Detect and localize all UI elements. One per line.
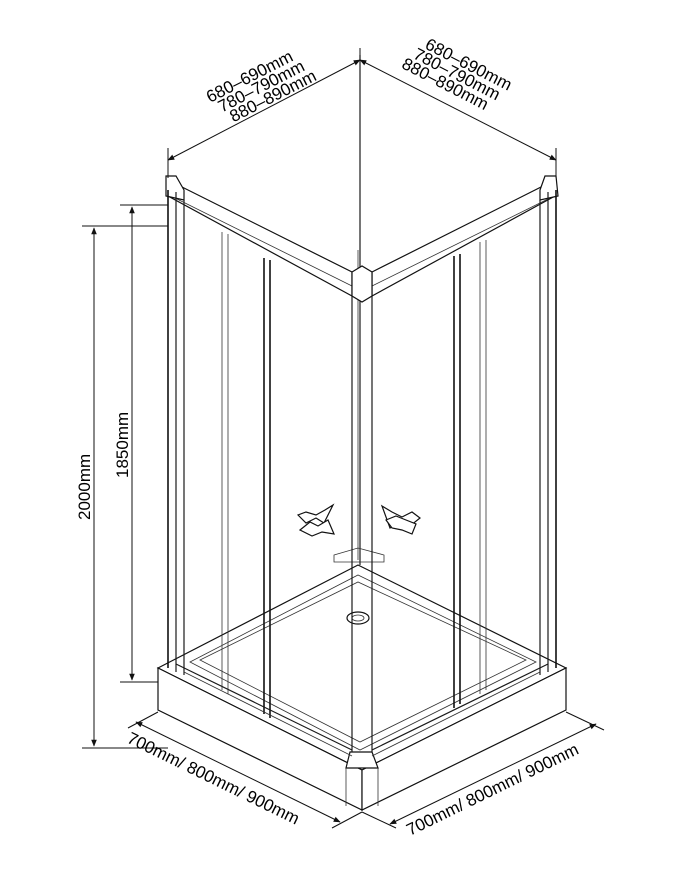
left-glass-panel: [167, 190, 353, 757]
left-door-handle-icon: [296, 503, 335, 537]
top-left-width-labels: 680–690mm 780–790mm 880–890mm: [203, 47, 319, 126]
top-frame: [165, 175, 559, 303]
total-height-label: 2000mm: [75, 454, 94, 520]
door-height-label: 1850mm: [113, 412, 132, 478]
drain: [346, 611, 370, 625]
dimension-lines: [82, 48, 605, 829]
back-walls: [333, 55, 385, 565]
right-door-handle-icon: [380, 504, 421, 535]
top-right-width-labels: 680–690mm 780–790mm 880–890mm: [399, 35, 515, 114]
